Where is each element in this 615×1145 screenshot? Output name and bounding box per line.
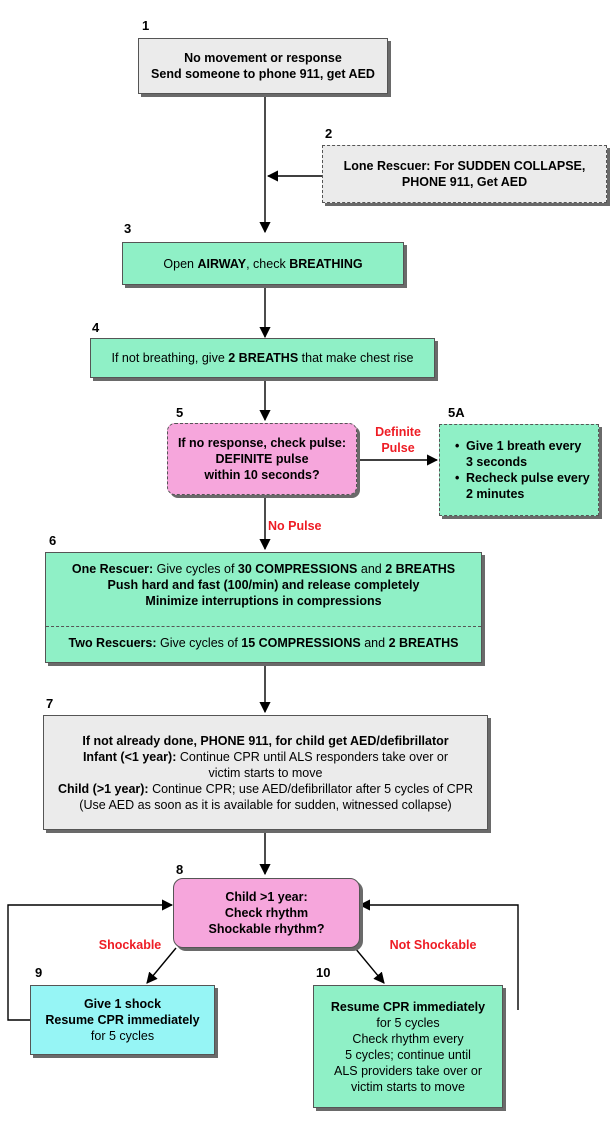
step-4-pre: If not breathing, give xyxy=(111,351,229,365)
step-6-two-bold1: 15 COMPRESSIONS xyxy=(241,636,361,650)
step-10-number: 10 xyxy=(316,965,331,980)
step-6-two-text2: and xyxy=(360,636,389,650)
step-9-box: Give 1 shock Resume CPR immediately for … xyxy=(30,985,215,1055)
step-6-two-bold2: 2 BREATHS xyxy=(388,636,459,650)
step-3-number: 3 xyxy=(124,221,132,236)
definite-pulse-label-line2: Pulse xyxy=(381,441,415,455)
step-8-line2: Check rhythm xyxy=(224,906,309,920)
step-9-line3: for 5 cycles xyxy=(90,1029,155,1043)
step-9-line1: Give 1 shock xyxy=(83,997,162,1011)
step-10-line3: Check rhythm every xyxy=(352,1031,464,1046)
step-1-line2: Send someone to phone 911, get AED xyxy=(151,67,375,81)
step-1-box: No movement or response Send someone to … xyxy=(138,38,388,94)
loop-10-to-8 xyxy=(358,899,519,1010)
step-6-one-bold2: 2 BREATHS xyxy=(385,562,456,576)
step-5-box: If no response, check pulse: DEFINITE pu… xyxy=(167,423,357,495)
step-5a-bullet-2-a: Recheck pulse every xyxy=(466,471,590,485)
step-6-line3: Minimize interruptions in compressions xyxy=(145,594,382,608)
step-6-one-label: One Rescuer: xyxy=(71,562,154,576)
no-pulse-label: No Pulse xyxy=(268,519,322,533)
arrow-8-to-9 xyxy=(146,947,177,984)
step-3-mid: , check xyxy=(246,256,290,271)
step-5-line1: If no response, check pulse: xyxy=(177,436,347,450)
step-7-line2: Infant (<1 year): Continue CPR until ALS… xyxy=(83,749,448,765)
step-7-infant-text: Continue CPR until ALS responders take o… xyxy=(176,749,449,764)
step-7-box: If not already done, PHONE 911, for chil… xyxy=(43,715,488,830)
step-3-text: Open AIRWAY, check BREATHING xyxy=(163,256,362,272)
step-5-line2: DEFINITE pulse xyxy=(215,452,309,466)
arrow-8-to-10 xyxy=(354,947,385,984)
step-7-line4: Child (>1 year): Continue CPR; use AED/d… xyxy=(58,781,473,797)
loop-9-to-8 xyxy=(7,899,174,1021)
definite-pulse-label-line1: Definite xyxy=(375,425,421,439)
step-1-line1: No movement or response xyxy=(184,51,342,65)
step-7-line1: If not already done, PHONE 911, for chil… xyxy=(82,733,449,748)
step-6-two-label: Two Rescuers: xyxy=(68,636,157,650)
step-2-line2: PHONE 911, Get AED xyxy=(401,175,528,189)
step-6-one-text2: and xyxy=(357,562,386,576)
step-4-box: If not breathing, give 2 BREATHS that ma… xyxy=(90,338,435,378)
step-6-line4: Two Rescuers: Give cycles of 15 COMPRESS… xyxy=(46,635,481,651)
step-8-number: 8 xyxy=(176,862,184,877)
step-5a-bullet-1-b: 3 seconds xyxy=(466,455,528,469)
shockable-label: Shockable xyxy=(98,938,162,952)
step-4-bold: 2 BREATHS xyxy=(228,351,299,365)
step-7-line5: (Use AED as soon as it is available for … xyxy=(79,797,452,812)
step-4-number: 4 xyxy=(92,320,100,335)
step-5a-bullet-2: Recheck pulse every 2 minutes xyxy=(455,470,590,502)
step-3-breathing: BREATHING xyxy=(289,256,363,271)
step-6-one-bold1: 30 COMPRESSIONS xyxy=(237,562,358,576)
step-10-line2: for 5 cycles xyxy=(376,1015,440,1030)
step-5a-box: Give 1 breath every 3 seconds Recheck pul… xyxy=(439,424,599,516)
step-7-infant-label: Infant (<1 year): xyxy=(82,749,177,764)
step-3-pre: Open xyxy=(163,256,198,271)
step-9-line2: Resume CPR immediately xyxy=(45,1013,200,1027)
step-3-box: Open AIRWAY, check BREATHING xyxy=(122,242,404,285)
step-8-box: Child >1 year: Check rhythm Shockable rh… xyxy=(173,878,360,948)
step-6-line2: Push hard and fast (100/min) and release… xyxy=(107,578,420,592)
step-5a-bullet-1-a: Give 1 breath every xyxy=(466,439,582,453)
step-6-one-text1: Give cycles of xyxy=(153,562,238,576)
step-6-box: One Rescuer: Give cycles of 30 COMPRESSI… xyxy=(45,552,482,663)
step-7-child-text: Continue CPR; use AED/defibrillator afte… xyxy=(148,781,474,796)
step-9-number: 9 xyxy=(35,965,43,980)
step-5a-number: 5A xyxy=(448,405,465,420)
step-5a-bullet-2-b: 2 minutes xyxy=(466,487,525,501)
step-5a-list: Give 1 breath every 3 seconds Recheck pul… xyxy=(452,438,590,502)
step-2-line1: Lone Rescuer: For SUDDEN COLLAPSE, xyxy=(343,159,586,173)
step-4-post: that make chest rise xyxy=(298,351,414,365)
step-5-number: 5 xyxy=(176,405,184,420)
not-shockable-label: Not Shockable xyxy=(389,938,477,952)
step-5a-bullet-1: Give 1 breath every 3 seconds xyxy=(455,438,590,470)
step-10-line1: Resume CPR immediately xyxy=(330,999,486,1014)
step-2-box: Lone Rescuer: For SUDDEN COLLAPSE, PHONE… xyxy=(322,145,607,203)
step-1-number: 1 xyxy=(142,18,150,33)
step-8-line1: Child >1 year: xyxy=(225,890,308,904)
step-10-line4: 5 cycles; continue until xyxy=(345,1047,471,1062)
step-7-child-label: Child (>1 year): xyxy=(57,781,149,796)
step-5-line3: within 10 seconds? xyxy=(204,468,320,482)
step-6-divider xyxy=(46,626,481,627)
step-6-two-text1: Give cycles of xyxy=(156,636,242,650)
step-10-line5: ALS providers take over or xyxy=(334,1063,482,1078)
step-4-text: If not breathing, give 2 BREATHS that ma… xyxy=(112,350,414,366)
step-8-line3: Shockable rhythm? xyxy=(208,922,325,936)
step-6-line1: One Rescuer: Give cycles of 30 COMPRESSI… xyxy=(72,561,455,577)
step-7-number: 7 xyxy=(46,696,54,711)
definite-pulse-label: Definite Pulse xyxy=(367,424,429,456)
step-10-line6: victim starts to move xyxy=(351,1079,465,1094)
step-7-line3: victim starts to move xyxy=(208,765,323,780)
step-2-number: 2 xyxy=(325,126,333,141)
step-10-box: Resume CPR immediately for 5 cycles Chec… xyxy=(313,985,503,1108)
step-3-airway: AIRWAY xyxy=(197,256,247,271)
step-6-number: 6 xyxy=(49,533,57,548)
